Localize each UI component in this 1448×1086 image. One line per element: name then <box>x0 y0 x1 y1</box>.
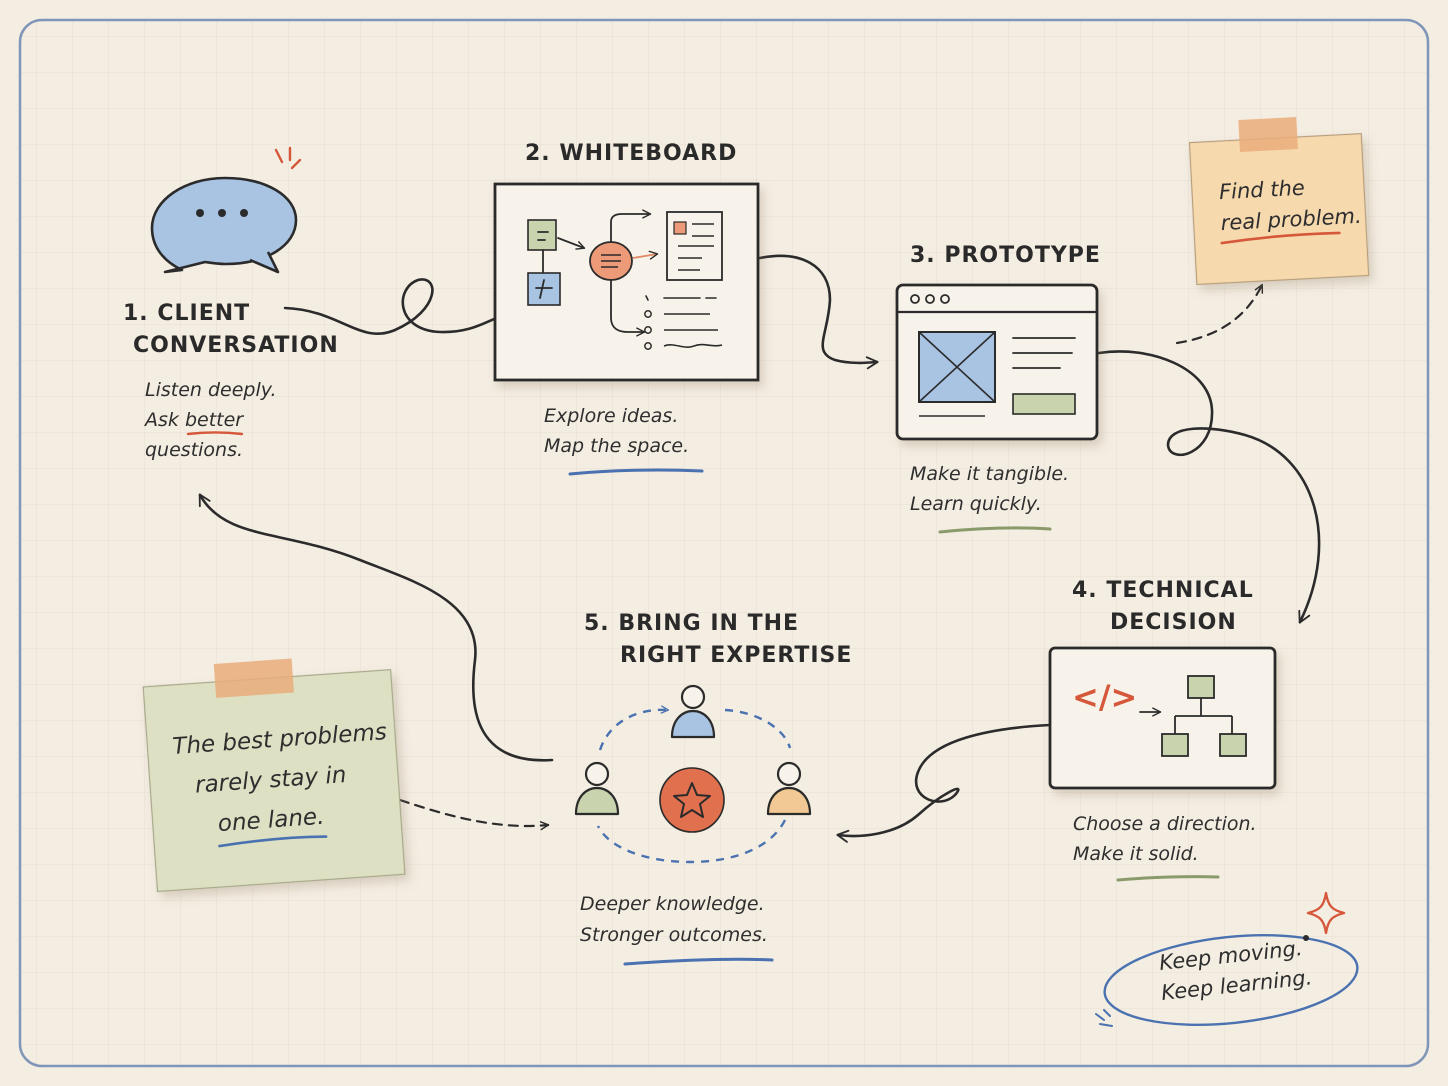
step-1-caption-line-1: Listen deeply. <box>145 379 277 401</box>
sticky-green <box>527 219 557 251</box>
sticky-note-find-problem: Find the real problem. <box>1188 117 1370 286</box>
dash-marks <box>1095 1009 1113 1027</box>
dot-icon <box>1303 935 1309 941</box>
step-2-title: 2. WHITEBOARD <box>525 141 737 166</box>
step-3-title: 3. PROTOTYPE <box>910 243 1101 268</box>
step-4-title-line-2: DECISION <box>1110 610 1237 635</box>
step-prototype: 3. PROTOTYPE Make it tangible. Learn qui… <box>895 243 1101 534</box>
step-4-caption-line-1: Choose a direction. <box>1073 813 1257 835</box>
orbit-dashed <box>598 705 670 751</box>
speech-bubble-icon <box>150 146 302 274</box>
step-4-caption-line-2: Make it solid. <box>1073 843 1199 865</box>
connector-2-to-3 <box>758 254 879 370</box>
connector-4-to-5 <box>836 723 1052 843</box>
note-top-underline <box>1220 231 1341 245</box>
step-5-caption-line-2: Stronger outcomes. <box>580 924 768 946</box>
tape <box>1238 117 1298 153</box>
person-yellow-icon <box>766 761 812 816</box>
sticky-blue <box>527 272 561 306</box>
step-technical-decision: 4. TECHNICAL DECISION </> Choose a direc… <box>1048 578 1277 882</box>
step-1-caption-line-2: Ask better <box>143 409 244 431</box>
connector-3-to-4 <box>1097 350 1321 624</box>
connector-to-find-problem-note <box>1175 283 1264 345</box>
code-hierarchy-icon: </> <box>1048 646 1277 790</box>
connector-1-to-2 <box>283 278 499 336</box>
sticky-note-best-problems: The best problems rarely stay in one lan… <box>142 658 406 893</box>
note-top-line-1: Find the <box>1218 176 1305 204</box>
step-5-title-line-1: 5. BRING IN THE <box>584 611 799 636</box>
step-1-title-line-1: 1. CLIENT <box>123 301 250 326</box>
tape <box>213 658 294 698</box>
sparkle-icon <box>1306 891 1346 935</box>
outer-frame <box>18 18 1430 1068</box>
team-expertise-icon <box>574 684 812 864</box>
connector-from-best-problems-note <box>398 798 550 831</box>
note-top-line-2: real problem. <box>1220 204 1362 235</box>
step-3-caption-line-2: Learn quickly. <box>910 493 1042 515</box>
button-placeholder <box>1012 393 1076 415</box>
step-1-caption-line-3: questions. <box>145 439 243 461</box>
step-2-underline <box>568 468 704 476</box>
step-2-caption-line-2: Map the space. <box>544 435 689 457</box>
step-client-conversation: 1. CLIENT CONVERSATION Listen deeply. As… <box>123 146 339 461</box>
step-3-underline <box>938 526 1052 534</box>
code-symbol: </> <box>1072 678 1137 716</box>
step-4-underline <box>1116 875 1220 882</box>
step-5-caption-line-1: Deeper knowledge. <box>580 893 765 915</box>
browser-wireframe-icon <box>895 283 1099 441</box>
connector-5-to-1 <box>198 493 554 762</box>
whiteboard-icon <box>493 182 760 382</box>
step-whiteboard: 2. WHITEBOARD Explore ideas. <box>493 141 760 476</box>
step-3-caption-line-1: Make it tangible. <box>910 463 1069 485</box>
step-4-title-line-1: 4. TECHNICAL <box>1072 578 1254 603</box>
person-green-icon <box>574 761 620 816</box>
step-5-title-line-2: RIGHT EXPERTISE <box>620 643 852 668</box>
star-icon <box>659 767 725 833</box>
note-left-underline <box>218 835 328 848</box>
step-right-expertise: 5. BRING IN THE RIGHT EXPERTISE D <box>574 611 852 966</box>
step-2-caption-line-1: Explore ideas. <box>544 405 678 427</box>
person-blue-icon <box>670 684 716 739</box>
step-1-title-line-2: CONVERSATION <box>133 333 339 358</box>
better-underline <box>186 431 244 436</box>
step-5-underline <box>623 957 774 966</box>
